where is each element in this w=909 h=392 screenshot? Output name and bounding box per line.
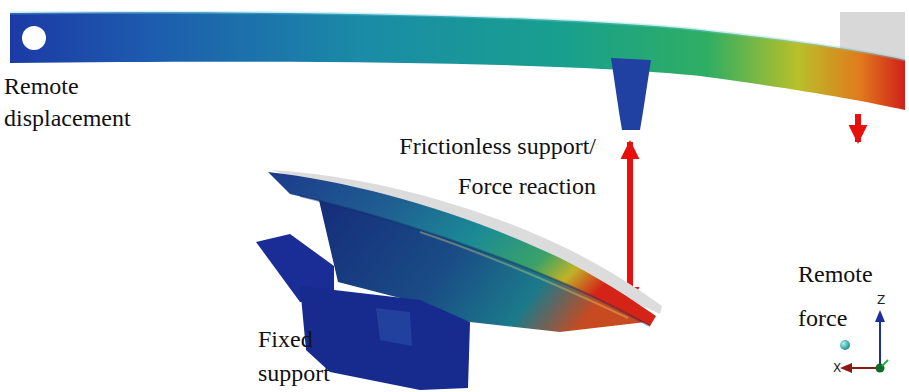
force-arrow — [855, 114, 861, 142]
plate-edge — [300, 196, 650, 326]
callout-label: Frictionless support/ Force reaction — [352, 126, 596, 206]
contact-peg — [611, 58, 651, 130]
z-axis — [879, 320, 881, 368]
z-axis-head — [875, 310, 885, 322]
callout-label: Remote displacement — [4, 70, 154, 134]
view-sphere — [840, 340, 850, 350]
beam-highlight — [10, 12, 905, 60]
y-axis — [882, 360, 888, 366]
plate-rib — [420, 232, 628, 318]
lever-beam — [10, 12, 905, 110]
axis-label: Z — [874, 292, 888, 308]
pin-hole — [22, 26, 46, 50]
callout-label: Fixed support — [258, 322, 362, 390]
reaction-arrow — [627, 142, 633, 304]
axis-label: X — [830, 360, 844, 376]
bracket-lug — [376, 308, 412, 346]
callout-label: Remote force — [798, 252, 904, 340]
x-axis-head — [840, 363, 852, 373]
